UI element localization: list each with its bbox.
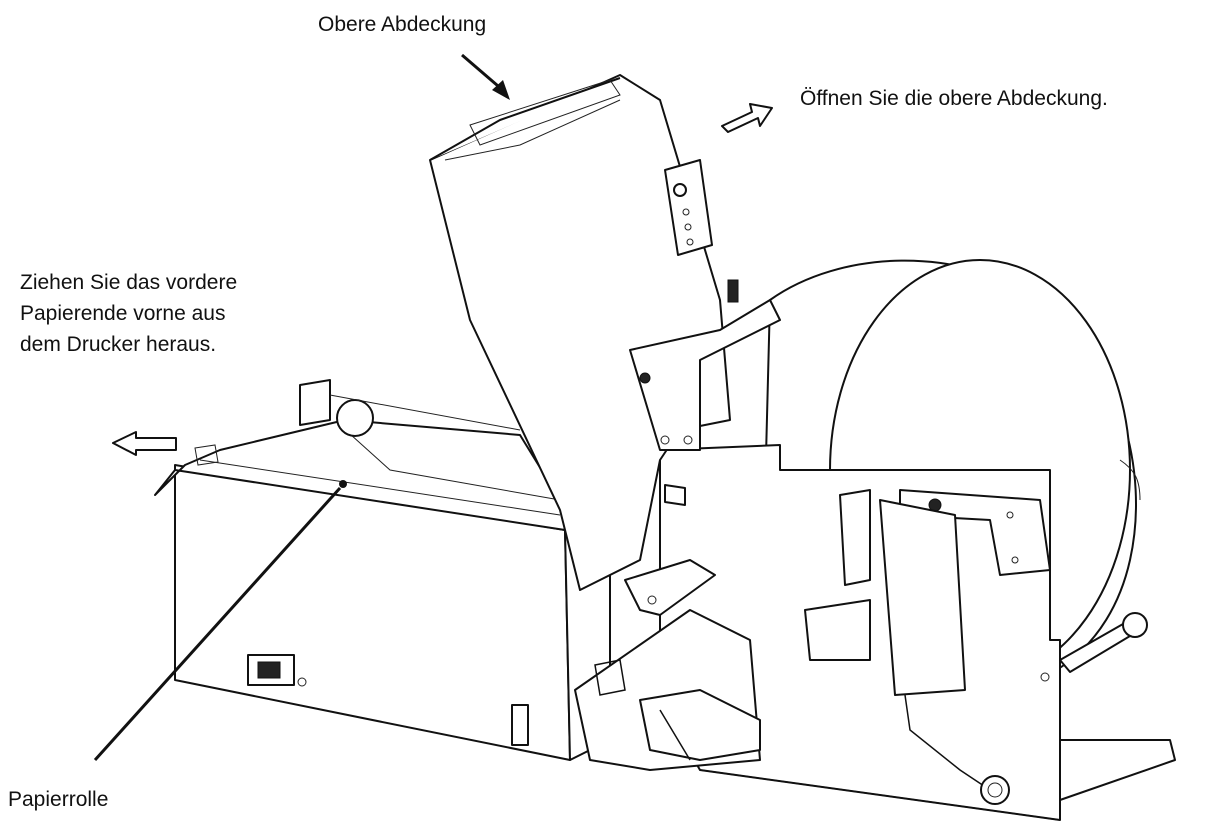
label-pull-paper-line: dem Drucker heraus. <box>20 333 217 356</box>
leader-lines <box>93 53 773 762</box>
label-top-cover: Obere Abdeckung <box>318 13 487 36</box>
label-paper-roll: Papierrolle <box>8 788 109 811</box>
label-pull-paper-line: Ziehen Sie das vordere <box>20 271 238 294</box>
printer-body-drawing <box>154 379 611 761</box>
label-pull-paper: Ziehen Sie das vordere Papierende vorne … <box>20 268 237 361</box>
pull-arrow-icon <box>112 431 177 456</box>
open-arrow-icon <box>721 103 773 133</box>
mechanism-drawing <box>574 609 761 771</box>
label-open-cover: Öffnen Sie die obere Abdeckung. <box>800 87 1108 110</box>
top-cover-drawing <box>429 74 781 616</box>
label-pull-paper-line: Papierende vorne aus <box>20 302 226 325</box>
